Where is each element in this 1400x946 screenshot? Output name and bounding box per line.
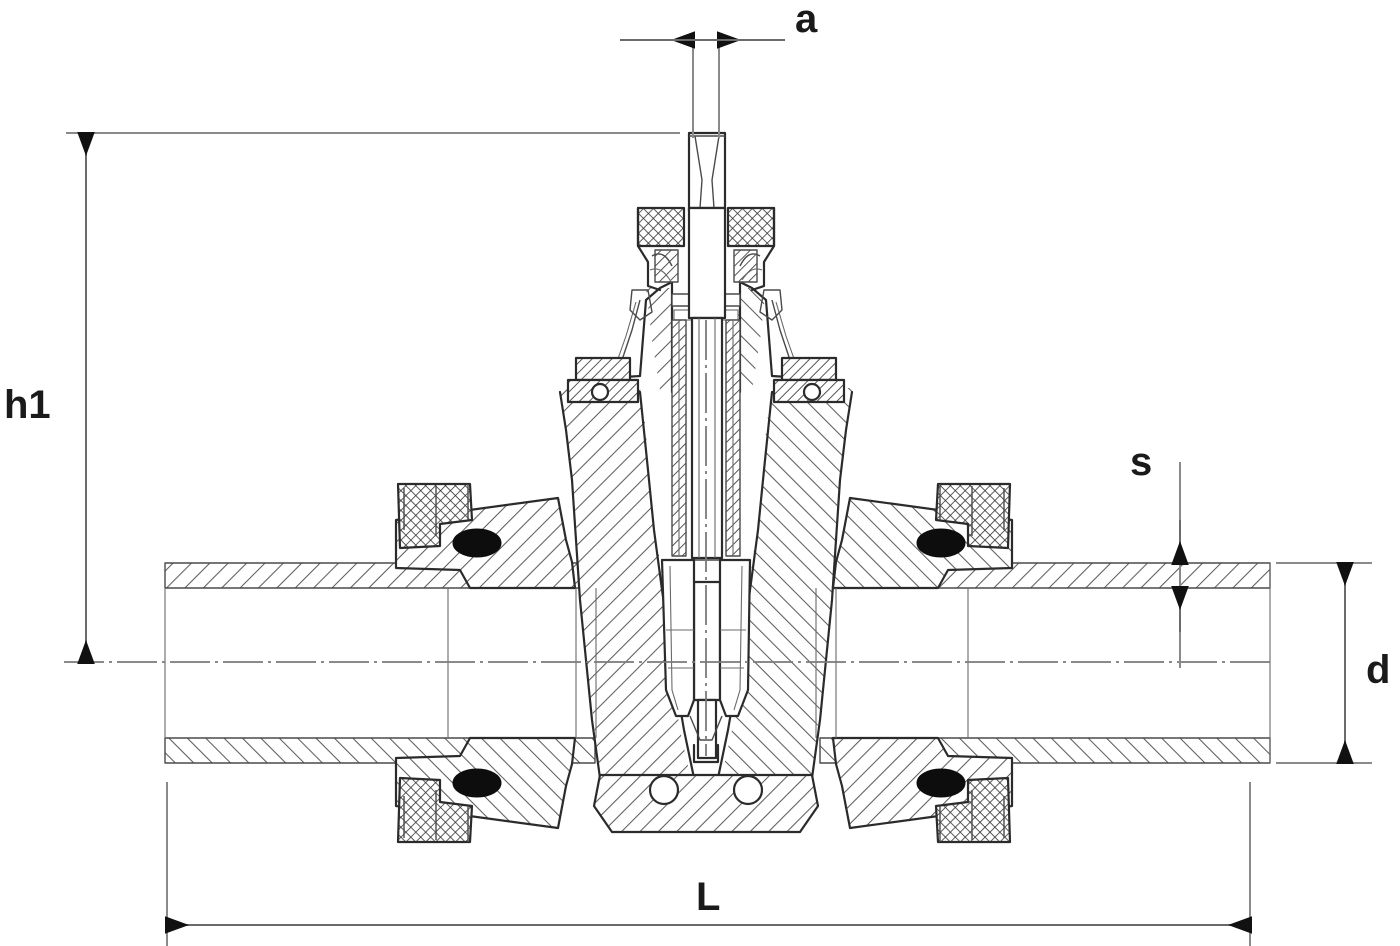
socket-retainer-left-upper [398, 484, 472, 548]
dimension-label-d: d [1366, 648, 1390, 692]
wedge-gate-right [720, 560, 750, 716]
gasket-group [452, 528, 966, 798]
socket-retainer-left-lower [398, 778, 472, 842]
dimension-label-L: L [696, 875, 720, 919]
dimension-label-a: a [795, 0, 818, 41]
body-bore-lines [575, 588, 837, 738]
body-bottom-bore-left [648, 774, 680, 806]
stuffing-box [629, 206, 783, 321]
body-bottom-bore-right [732, 774, 764, 806]
pipe-right [819, 562, 1271, 764]
dimension-h1: h1 [4, 132, 680, 664]
gasket-right-upper [916, 528, 966, 558]
body-wall-left [560, 388, 690, 775]
dimension-L: L [165, 782, 1252, 946]
valve-stem [683, 131, 731, 760]
pipe-left [164, 562, 596, 764]
gasket-left-lower [452, 768, 502, 798]
body-wall-right [722, 388, 852, 775]
dimension-d: d [1276, 562, 1390, 764]
gasket-right-lower [916, 768, 966, 798]
wedge-gate [660, 558, 752, 764]
bonnet-flange-bolts [566, 356, 846, 404]
dimension-a: a [620, 0, 818, 138]
body-bottom-plate [594, 775, 818, 832]
gasket-left-upper [452, 528, 502, 558]
dimension-s: s [1130, 440, 1189, 668]
stem-nut-sleeve [671, 319, 741, 557]
dimension-label-h1: h1 [4, 383, 51, 427]
dimension-label-s: s [1130, 440, 1152, 484]
socket-retainer-right-lower [936, 778, 1010, 842]
socket-retainer-right-upper [936, 484, 1010, 548]
